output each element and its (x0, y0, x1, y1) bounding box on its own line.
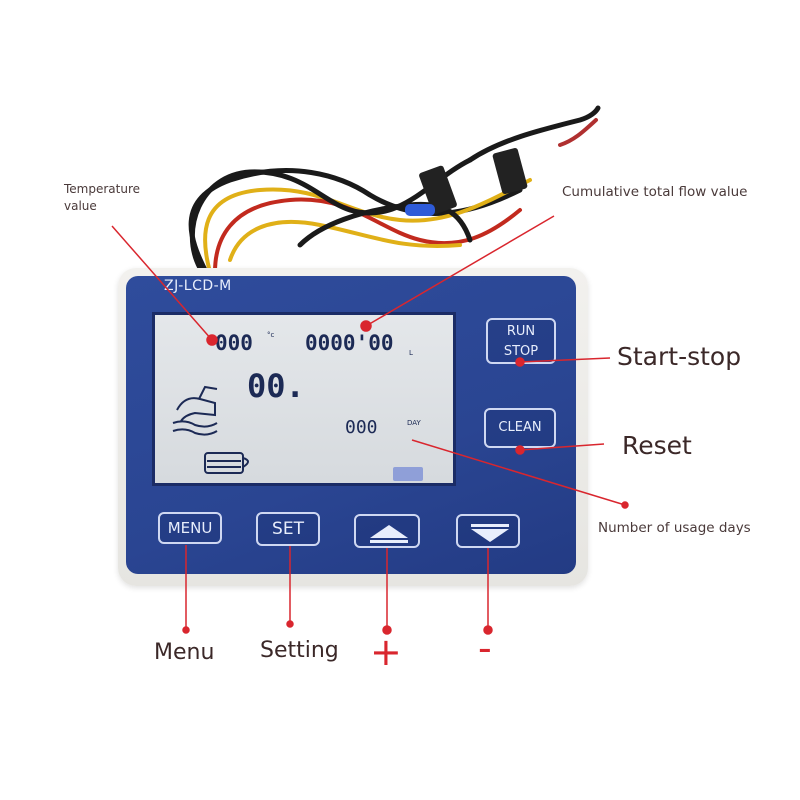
reset-annotation: Reset (622, 431, 692, 460)
clean-label: CLEAN (498, 420, 542, 435)
total-flow-unit: L (409, 349, 413, 357)
menu-button[interactable]: MENU (158, 512, 222, 544)
set-label: SET (272, 519, 304, 539)
down-button[interactable] (456, 514, 520, 548)
temperature-annotation-line1: Temperature (64, 182, 141, 196)
menu-annotation: Menu (154, 640, 215, 665)
down-arrow-icon (471, 524, 509, 542)
blue-terminal (405, 204, 435, 216)
stop-label: STOP (503, 344, 539, 359)
up-arrow-icon (370, 525, 408, 543)
usage-days-unit: DAY (407, 419, 421, 427)
setting-annotation: Setting (260, 638, 339, 663)
temperature-readout: 000 (215, 331, 253, 355)
run-label: RUN (506, 324, 536, 339)
battery-indicator (393, 467, 423, 481)
start-stop-annotation: Start-stop (617, 342, 742, 371)
model-label: ZJ-LCD-M (164, 278, 232, 294)
usage-days-annotation: Number of usage days (598, 520, 751, 536)
lcd-screen: 000 °c 0000'00 L 00. 000 DAY (152, 312, 456, 486)
temperature-unit: °c (267, 331, 275, 339)
temperature-annotation-line2: value (64, 199, 97, 213)
total-flow-readout: 0000'00 (305, 331, 394, 355)
flow-rate-readout: 00. (247, 367, 305, 405)
minus-annotation: - (478, 626, 492, 670)
faucet-icon (172, 385, 218, 436)
plus-annotation: + (370, 630, 402, 674)
filter-cup-icon (204, 452, 249, 474)
temperature-annotation: Temperature value (64, 181, 140, 215)
usage-days-readout: 000 (345, 417, 378, 438)
connector-plug (492, 148, 528, 194)
run-stop-button[interactable]: RUN STOP (486, 318, 556, 364)
up-button[interactable] (354, 514, 420, 548)
menu-label: MENU (167, 519, 213, 537)
set-button[interactable]: SET (256, 512, 320, 546)
connector-plug (419, 165, 457, 215)
lcd-icons (172, 385, 423, 481)
cumulative-flow-annotation: Cumulative total flow value (562, 184, 748, 200)
